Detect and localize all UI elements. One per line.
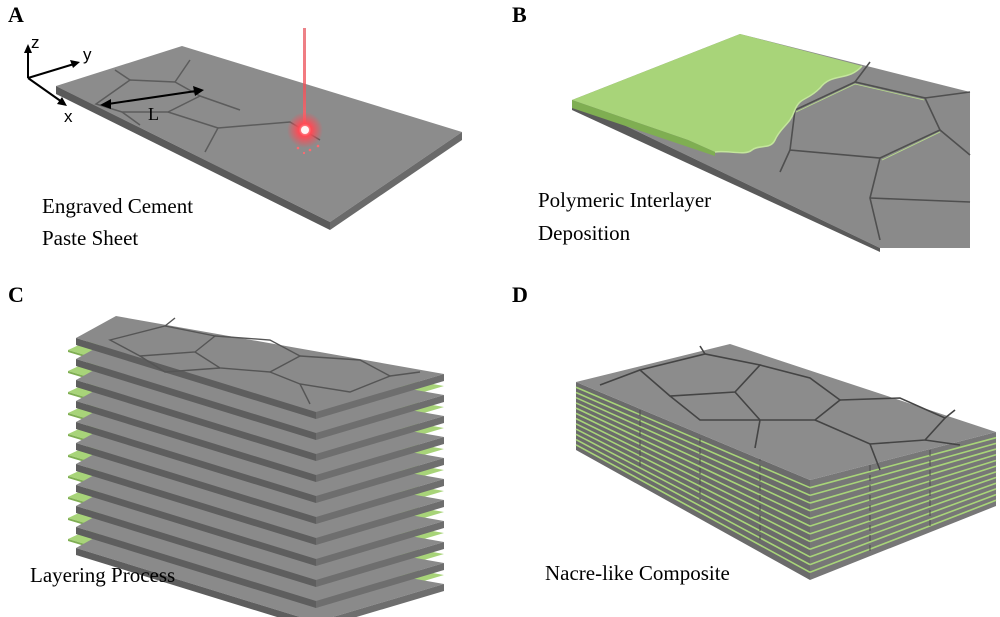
engraved-grooves bbox=[779, 61, 971, 241]
panel-c: C Layering Process bbox=[8, 282, 444, 617]
groove-line bbox=[164, 317, 176, 327]
cement-layer-right-side bbox=[316, 416, 444, 461]
block-top-face bbox=[576, 344, 996, 480]
interlayer-line bbox=[809, 476, 997, 543]
cement-layer-right-side bbox=[316, 521, 444, 566]
polymer-edge-lines bbox=[795, 83, 941, 161]
interlayer-line bbox=[575, 407, 811, 520]
cement-layer-front-side bbox=[76, 422, 316, 503]
y-arrowhead-icon bbox=[70, 60, 80, 68]
groove-line bbox=[269, 355, 392, 393]
sheet-top bbox=[56, 46, 462, 222]
sheet-front-side bbox=[56, 86, 330, 230]
panel-b: B Polymeric bbox=[512, 2, 971, 252]
groove-line bbox=[389, 371, 421, 377]
interlayer-line bbox=[575, 428, 811, 550]
groove-line bbox=[108, 325, 217, 357]
panel-letter: B bbox=[512, 2, 527, 27]
interlayer-line bbox=[809, 448, 997, 504]
x-axis bbox=[27, 77, 63, 103]
interlayer-line bbox=[575, 412, 811, 527]
caption-line: Nacre-like Composite bbox=[545, 561, 730, 585]
z-arrowhead-icon bbox=[24, 44, 32, 53]
y-axis-label: y bbox=[83, 45, 92, 64]
panel-letter: A bbox=[8, 2, 24, 27]
cement-layer-right-side bbox=[316, 437, 444, 482]
polymer-film-boundary bbox=[714, 65, 863, 154]
top-hexagon-grooves bbox=[599, 345, 961, 471]
interlayer-line bbox=[575, 423, 811, 543]
cement-layer bbox=[76, 316, 444, 412]
top-hexagon-grooves bbox=[108, 317, 421, 405]
interlayer-line bbox=[809, 482, 997, 550]
cement-layer-front-side bbox=[76, 380, 316, 461]
cement-layer-front-side bbox=[76, 401, 316, 482]
interlayer-line bbox=[809, 471, 997, 535]
interlayer-line bbox=[575, 444, 811, 574]
y-axis bbox=[27, 63, 75, 79]
layer-stack bbox=[68, 316, 444, 617]
interlayer-line bbox=[575, 391, 811, 497]
cement-layer-front-side bbox=[76, 338, 316, 419]
dimension-arrow: L bbox=[100, 86, 204, 124]
block-front-face bbox=[576, 382, 810, 580]
cement-layer-right-side bbox=[316, 500, 444, 545]
cement-layer-right-side bbox=[316, 542, 444, 587]
panel-letter: D bbox=[512, 282, 528, 307]
interlayer-line bbox=[575, 396, 811, 504]
sheet-front-side bbox=[572, 100, 880, 252]
interlayer-line bbox=[809, 442, 997, 497]
interlayer-line bbox=[809, 459, 997, 520]
laser-beam bbox=[287, 28, 323, 155]
cement-layer-front-side bbox=[76, 443, 316, 524]
cement-layer-front-side bbox=[76, 485, 316, 566]
x-arrowhead-icon bbox=[57, 97, 67, 106]
polymer-film bbox=[572, 34, 862, 153]
cement-sheet: L bbox=[56, 28, 462, 230]
cement-layer-right-side bbox=[316, 479, 444, 524]
interlayer-line bbox=[809, 488, 997, 558]
interlayer-line bbox=[575, 438, 811, 566]
interlayer-line bbox=[809, 436, 997, 489]
dimension-label: L bbox=[148, 104, 159, 124]
interlayer-line bbox=[809, 499, 997, 574]
interlayer-line bbox=[809, 454, 997, 512]
cement-layer-front-side bbox=[76, 506, 316, 587]
sheet-right-side bbox=[330, 132, 462, 230]
interlayer-line bbox=[575, 386, 811, 489]
cement-layer-right-side bbox=[316, 374, 444, 419]
groove-line bbox=[139, 355, 221, 373]
cement-layer-front-side bbox=[76, 359, 316, 440]
caption-line: Polymeric Interlayer bbox=[538, 188, 711, 212]
interlayer-line bbox=[575, 402, 811, 512]
coordinate-axes: z y x bbox=[24, 33, 92, 126]
interlayer-line bbox=[809, 493, 997, 566]
interlayer-line bbox=[809, 465, 997, 527]
cement-layer-front-side bbox=[76, 548, 300, 617]
cement-layer-front-side bbox=[76, 464, 316, 545]
z-axis-label: z bbox=[31, 33, 40, 52]
caption-line: Paste Sheet bbox=[42, 226, 138, 250]
nacre-composite-block bbox=[575, 344, 997, 580]
cement-layer-right-side bbox=[332, 584, 444, 617]
nacre-interlayers bbox=[575, 386, 997, 574]
polymer-film-edge bbox=[572, 100, 715, 156]
interlayer-line bbox=[575, 417, 811, 535]
caption-line: Layering Process bbox=[30, 563, 175, 587]
groove-line bbox=[194, 335, 302, 373]
caption-line: Deposition bbox=[538, 221, 631, 245]
groove-line bbox=[299, 383, 311, 405]
cement-layer-right-side bbox=[316, 458, 444, 503]
cement-layer-right-side bbox=[316, 563, 444, 608]
sheet-with-polymer bbox=[572, 34, 971, 252]
panel-d: D Nacre-like Composite bbox=[512, 282, 997, 585]
panel-a: A z y x bbox=[8, 2, 462, 250]
x-axis-label: x bbox=[64, 107, 73, 126]
cement-layer-right-side bbox=[316, 395, 444, 440]
interlayer-line bbox=[575, 433, 811, 558]
caption-line: Engraved Cement bbox=[42, 194, 193, 218]
panel-letter: C bbox=[8, 282, 24, 307]
cement-layer-front-side bbox=[76, 527, 316, 608]
